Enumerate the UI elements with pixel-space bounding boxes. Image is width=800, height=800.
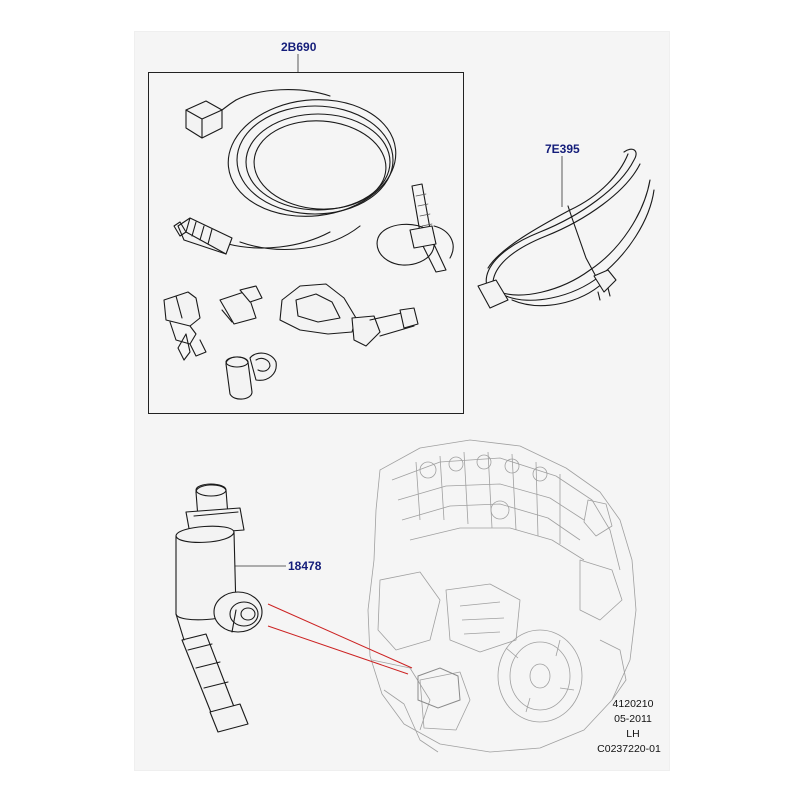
coiled-wiring-harness — [185, 89, 397, 250]
info-figure-number: 4120210 — [612, 698, 654, 710]
info-side: LH — [626, 728, 640, 740]
cable-tie — [376, 183, 454, 273]
info-date: 05-2011 — [614, 713, 652, 725]
callout-cable-part-number: 7E395 — [545, 142, 580, 156]
engine-block — [367, 439, 637, 753]
temperature-sensor — [173, 217, 233, 255]
callout-heater-part-number: 18478 — [288, 559, 322, 573]
mains-power-cable — [477, 148, 655, 309]
hose-nozzle-fitting — [219, 285, 263, 325]
info-drawing-code: C0237220-01 — [597, 743, 661, 755]
block-heater — [175, 483, 263, 733]
hose-clamp-sleeve — [225, 352, 277, 400]
location-arrow-lines — [267, 603, 413, 675]
callout-kit-part-number: 2B690 — [281, 40, 317, 54]
electrical-terminal — [163, 291, 207, 361]
mounting-bracket — [279, 283, 419, 347]
